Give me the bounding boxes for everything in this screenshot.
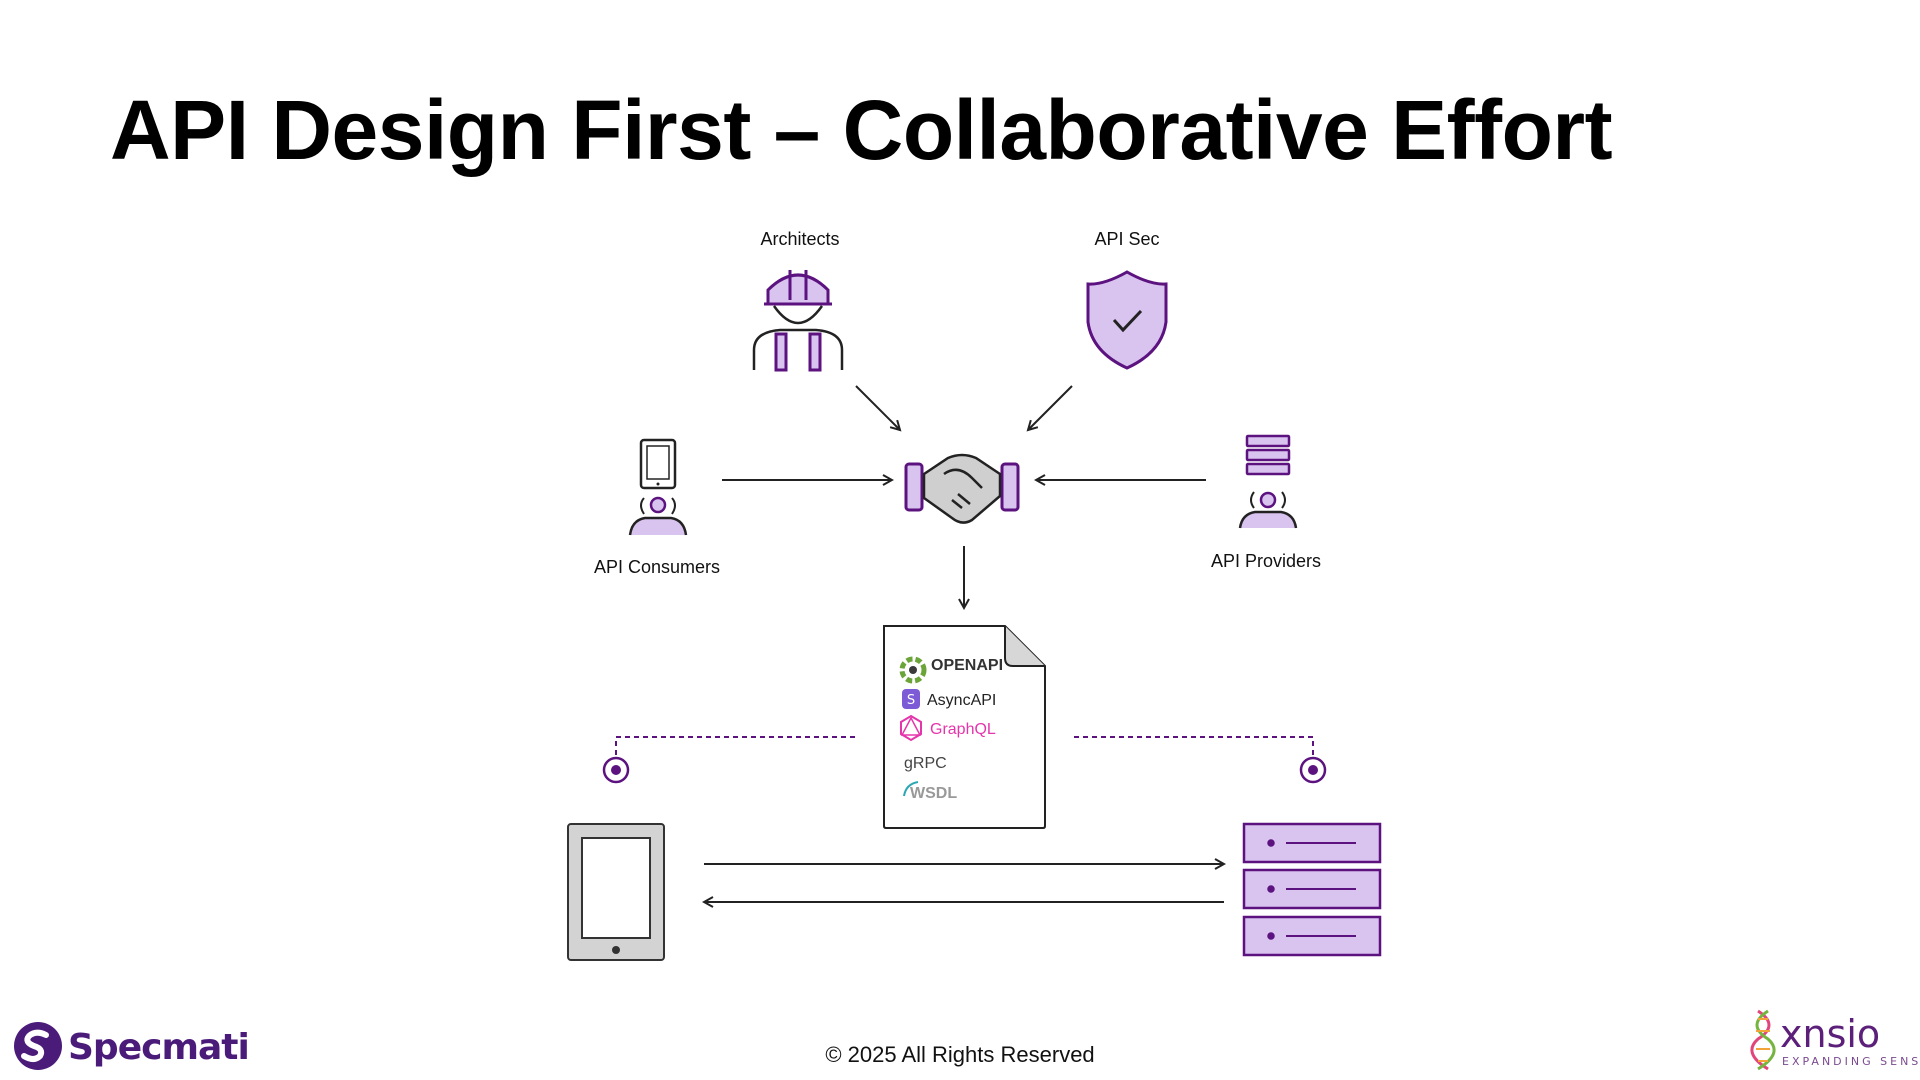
xnsio-wordmark: xnsio xyxy=(1780,1012,1880,1056)
tablet-icon xyxy=(567,823,665,961)
xnsio-tagline: EXPANDING SENSE xyxy=(1782,1055,1920,1068)
connector-node-right xyxy=(1299,756,1327,784)
specmatic-wordmark: Specmatic xyxy=(68,1027,250,1068)
format-asyncapi: AsyncAPI xyxy=(927,692,996,709)
server-user-icon xyxy=(1238,434,1298,529)
format-grpc: gRPC xyxy=(904,755,947,772)
svg-text:S: S xyxy=(907,693,915,708)
api-consumers-label: API Consumers xyxy=(594,557,720,577)
handshake-icon xyxy=(904,453,1020,524)
slide-title: API Design First – Collaborative Effort xyxy=(110,83,1613,177)
specmatic-logo: Specmatic xyxy=(14,1022,250,1070)
connector-node-left xyxy=(602,756,630,784)
format-wsdl: WSDL xyxy=(910,785,957,802)
copyright-footer: © 2025 All Rights Reserved xyxy=(825,1042,1095,1067)
architects-label: Architects xyxy=(760,229,839,249)
api-sec-label: API Sec xyxy=(1094,229,1159,249)
shield-check-icon xyxy=(1086,270,1168,370)
format-graphql: GraphQL xyxy=(930,721,996,738)
spec-document: OPENAPI S AsyncAPI GraphQL gRPC WSDL xyxy=(883,625,1046,829)
tablet-user-icon xyxy=(628,438,688,536)
server-icon xyxy=(1242,822,1382,957)
architect-icon xyxy=(752,270,844,372)
api-providers-label: API Providers xyxy=(1211,551,1321,571)
format-openapi: OPENAPI xyxy=(931,657,1003,674)
xnsio-logo: xnsio EXPANDING SENSE xyxy=(1750,1009,1920,1071)
